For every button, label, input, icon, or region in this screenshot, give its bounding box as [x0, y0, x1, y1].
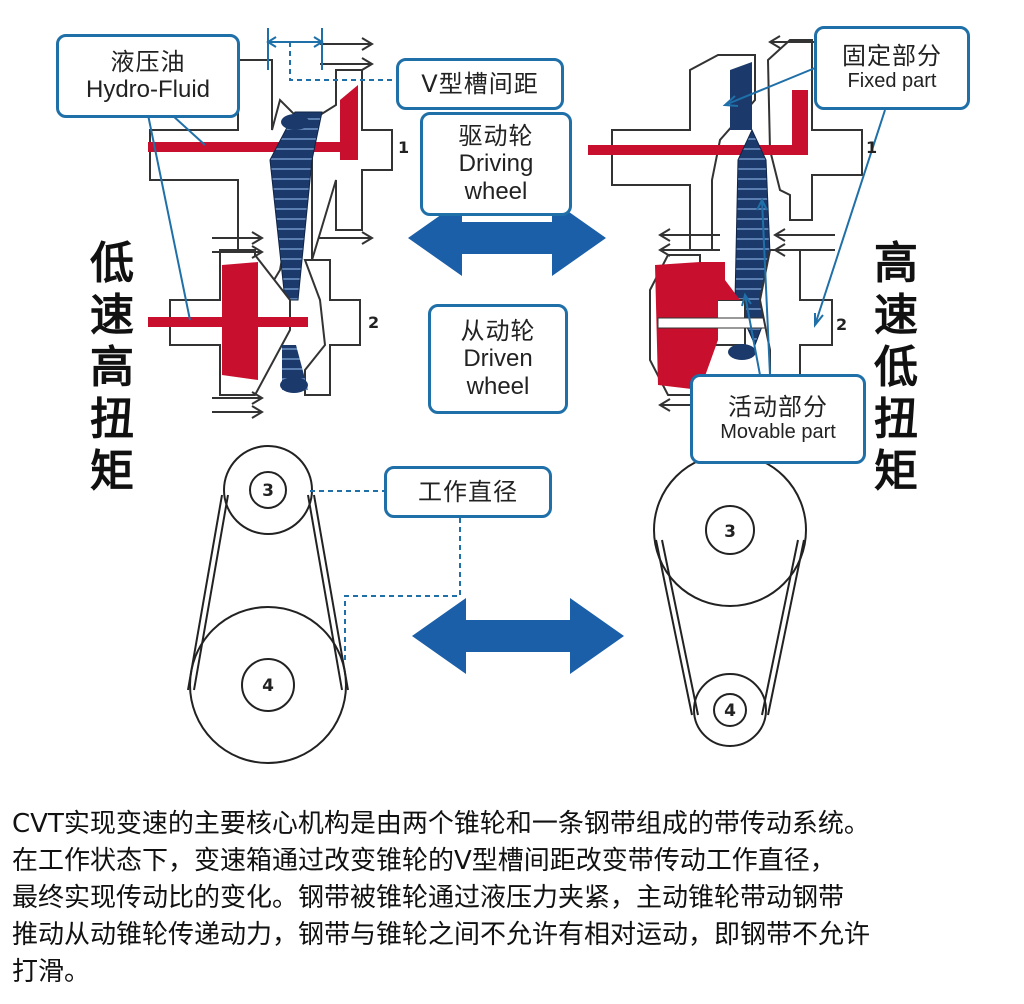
- v-groove-dimension: [266, 28, 400, 81]
- callout-hydro-fluid: 液压油 Hydro-Fluid: [56, 34, 240, 118]
- pulley-number-labels: 3 4 3 4: [262, 481, 736, 721]
- top-double-arrow: [408, 200, 606, 276]
- left-belt-diagram: [187, 445, 349, 764]
- fixed-part-pointers: [722, 67, 886, 328]
- right-flow-arrows: [658, 35, 835, 412]
- working-diameter-zh: 工作直径: [418, 477, 518, 506]
- side-label-left-char: 速: [90, 290, 134, 341]
- callout-working-diameter: 工作直径: [384, 466, 552, 518]
- side-label-left-char: 高: [90, 342, 134, 393]
- left-flow-arrows: [212, 37, 374, 419]
- v-groove-zh: V型槽间距: [421, 69, 539, 98]
- driving-wheel-en2: wheel: [464, 178, 528, 206]
- hydro-fluid-line-lower: [148, 317, 308, 327]
- side-label-left: 低 速 高 扭 矩: [86, 238, 138, 498]
- side-label-left-char: 矩: [90, 446, 134, 497]
- side-label-right-char: 矩: [874, 446, 918, 497]
- left-driving-pulley: [148, 59, 393, 301]
- side-label-left-char: 低: [90, 238, 134, 289]
- pulley-4-left-number: 4: [262, 676, 274, 696]
- fixed-part-zh: 固定部分: [842, 42, 942, 71]
- hydro-fluid-en: Hydro-Fluid: [85, 76, 211, 103]
- callout-movable-part: 活动部分 Movable part: [690, 374, 866, 464]
- side-label-right-char: 扭: [874, 394, 918, 445]
- side-label-right: 高 速 低 扭 矩: [870, 238, 922, 498]
- left-driven-pulley: [148, 249, 361, 396]
- hydro-fluid-line-upper: [148, 142, 348, 152]
- driving-wheel-zh: 驱动轮: [458, 121, 534, 150]
- right-driven-pulley: [649, 249, 833, 401]
- side-label-left-char: 扭: [90, 394, 134, 445]
- side-label-right-char: 高: [874, 238, 918, 289]
- movable-part-zh: 活动部分: [728, 393, 828, 422]
- callout-driven-wheel: 从动轮 Driven wheel: [428, 304, 568, 414]
- caption-paragraph: CVT实现变速的主要核心机构是由两个锥轮和一条钢带组成的带传动系统。 在工作状态…: [12, 809, 871, 987]
- shaft-1-left-number: 1: [398, 138, 409, 157]
- shaft-number-labels: 1 2 1 2: [368, 138, 877, 334]
- bottom-double-arrow: [412, 598, 624, 674]
- driven-wheel-en1: Driven: [463, 344, 533, 372]
- driving-wheel-en1: Driving: [458, 149, 534, 177]
- pulley-4-right-number: 4: [724, 701, 736, 721]
- right-driving-pulley: [588, 39, 863, 347]
- side-label-right-char: 速: [874, 290, 918, 341]
- shaft-2-right-number: 2: [836, 315, 847, 334]
- movable-part-pointers: [741, 197, 771, 376]
- hydro-fluid-pointers: [144, 94, 206, 321]
- diagram-svg: 3 4 3 4 1 2 1 2: [144, 28, 886, 764]
- driven-wheel-zh: 从动轮: [460, 316, 536, 345]
- driven-wheel-en2: wheel: [466, 373, 530, 401]
- side-label-right-char: 低: [874, 342, 918, 393]
- shaft-2-left-number: 2: [368, 313, 379, 332]
- movable-part-en: Movable part: [720, 421, 836, 444]
- callout-driving-wheel: 驱动轮 Driving wheel: [420, 112, 572, 216]
- callout-v-groove: V型槽间距: [396, 58, 564, 110]
- callout-fixed-part: 固定部分 Fixed part: [814, 26, 970, 110]
- hydro-fluid-zh: 液压油: [110, 47, 186, 76]
- working-diameter-pointers: [310, 490, 461, 660]
- pulley-3-right-number: 3: [724, 522, 736, 542]
- shaft-1-right-number: 1: [866, 138, 877, 157]
- cvt-diagram: 3 4 3 4 1 2 1 2 液压油 Hydro-Fluid V型槽间距 驱动…: [56, 26, 970, 764]
- fixed-part-en: Fixed part: [847, 70, 937, 93]
- pulley-3-left-number: 3: [262, 481, 274, 501]
